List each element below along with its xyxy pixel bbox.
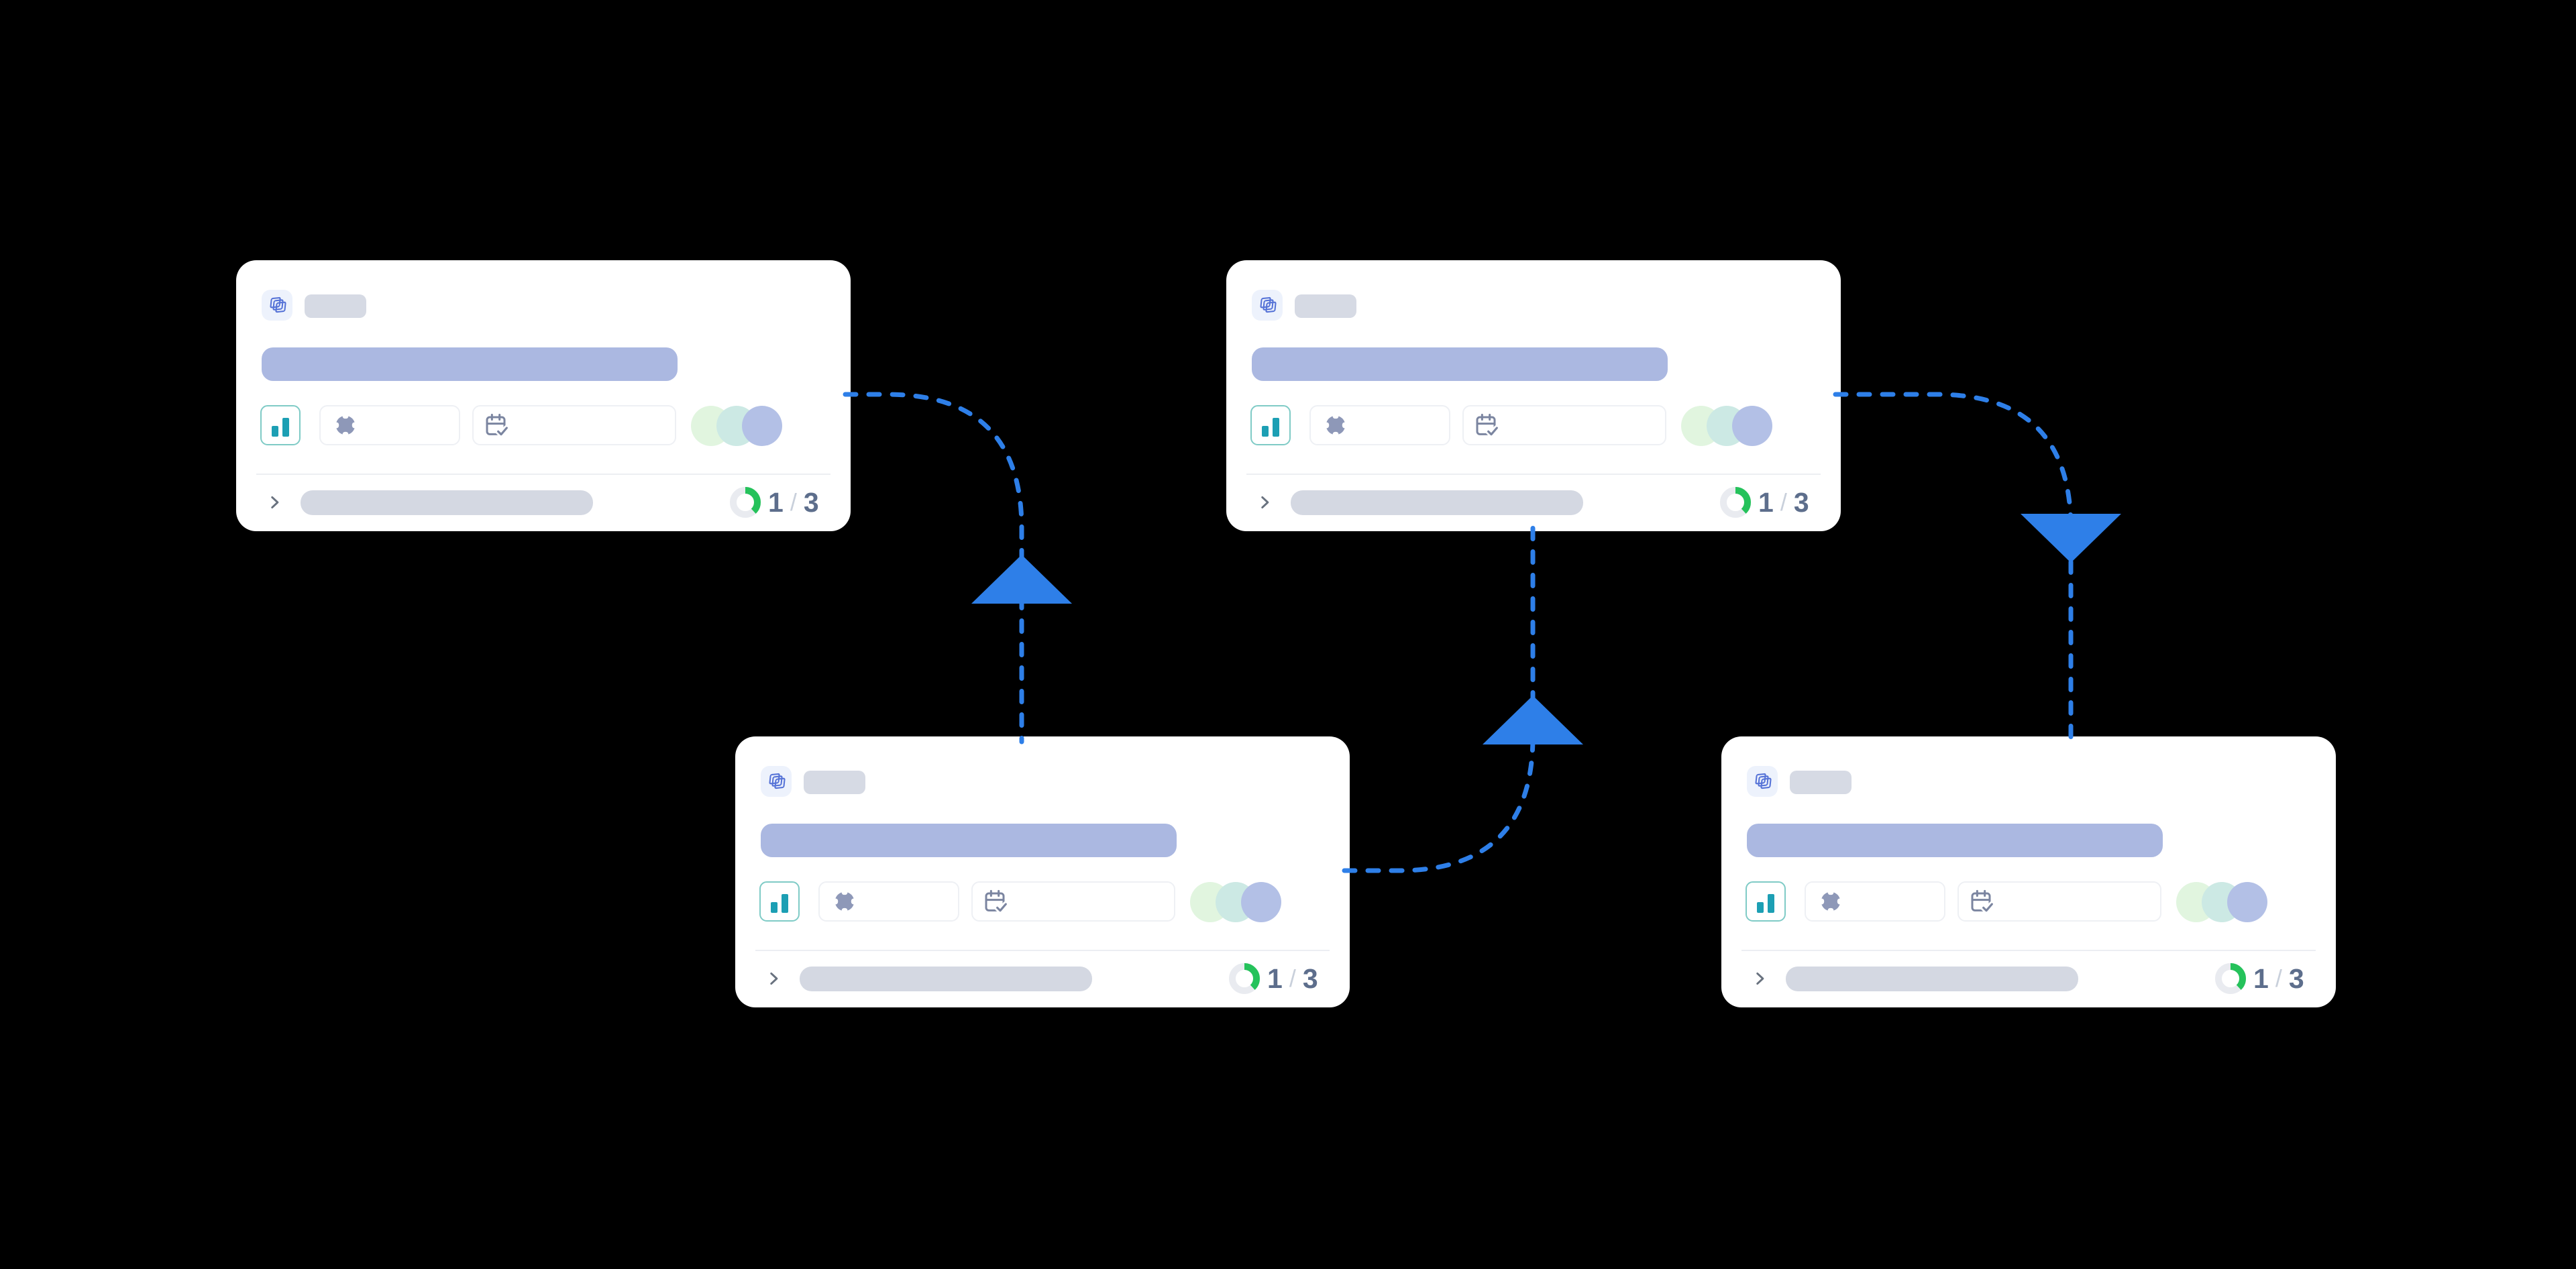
- progress-separator: /: [1289, 964, 1296, 992]
- card-type-badge: [1252, 290, 1283, 321]
- due-date-chip[interactable]: [1462, 405, 1666, 445]
- divider: [256, 474, 830, 475]
- subtask-skeleton: [1786, 967, 2078, 991]
- progress-count: 1 / 3: [2253, 962, 2304, 995]
- life-ring-icon: [1819, 889, 1843, 914]
- avatar: [742, 406, 782, 446]
- task-card-3[interactable]: 1 / 3: [735, 736, 1350, 1007]
- status-chip[interactable]: [818, 881, 959, 922]
- label-skeleton: [1790, 771, 1851, 794]
- subtask-skeleton: [1291, 490, 1583, 515]
- label-skeleton: [305, 294, 366, 318]
- layers-icon: [1260, 296, 1277, 313]
- arrowhead-down-icon: [2021, 514, 2121, 563]
- calendar-check-icon: [985, 889, 1008, 914]
- chevron-right-icon: [1261, 496, 1269, 509]
- bar-chart-icon: [771, 894, 788, 913]
- subtask-skeleton: [800, 967, 1092, 991]
- expand-button[interactable]: [266, 494, 283, 511]
- card-type-badge: [1747, 766, 1778, 797]
- progress-current: 1: [768, 486, 784, 518]
- status-chip[interactable]: [319, 405, 460, 445]
- progress-ring: [730, 487, 761, 518]
- metric-chip[interactable]: [260, 405, 301, 445]
- progress-count: 1 / 3: [1267, 962, 1318, 995]
- chevron-right-icon: [271, 496, 279, 509]
- assignee-avatars[interactable]: [1190, 882, 1281, 922]
- progress-ring: [1720, 487, 1751, 518]
- card-type-badge: [262, 290, 292, 321]
- edge-card2-to-card4: [1833, 392, 2074, 744]
- divider: [1741, 950, 2316, 951]
- bar-chart-icon: [1262, 418, 1279, 437]
- assignee-avatars[interactable]: [691, 406, 782, 446]
- calendar-check-icon: [1476, 413, 1499, 437]
- status-chip[interactable]: [1309, 405, 1450, 445]
- progress-ring: [1229, 963, 1260, 994]
- life-ring-icon: [1324, 413, 1348, 437]
- progress-total: 3: [1302, 962, 1318, 994]
- progress-ring: [2215, 963, 2246, 994]
- due-date-chip[interactable]: [971, 881, 1175, 922]
- title-skeleton: [1747, 824, 2163, 857]
- progress-separator: /: [1780, 488, 1787, 516]
- life-ring-icon: [333, 413, 358, 437]
- edge-card3-to-card1: [843, 392, 1024, 744]
- layers-icon: [769, 773, 786, 789]
- metric-chip[interactable]: [1746, 881, 1786, 922]
- subtask-skeleton: [301, 490, 593, 515]
- progress-total: 3: [2288, 962, 2304, 994]
- progress-current: 1: [1267, 962, 1283, 994]
- life-ring-icon: [833, 889, 857, 914]
- task-card-2[interactable]: 1 / 3: [1226, 260, 1841, 531]
- metric-chip[interactable]: [1250, 405, 1291, 445]
- task-card-1[interactable]: 1 / 3: [236, 260, 851, 531]
- arrowhead-up-icon: [971, 555, 1072, 604]
- calendar-check-icon: [486, 413, 509, 437]
- divider: [755, 950, 1330, 951]
- label-skeleton: [804, 771, 865, 794]
- due-date-chip[interactable]: [472, 405, 676, 445]
- edge-card3-to-card2: [1342, 523, 1536, 873]
- bar-chart-icon: [272, 418, 289, 437]
- calendar-check-icon: [1971, 889, 1994, 914]
- task-card-4[interactable]: 1 / 3: [1721, 736, 2336, 1007]
- expand-button[interactable]: [1256, 494, 1273, 511]
- title-skeleton: [1252, 347, 1668, 381]
- avatar: [1241, 882, 1281, 922]
- title-skeleton: [262, 347, 678, 381]
- bar-chart-icon: [1757, 894, 1774, 913]
- progress-separator: /: [2275, 964, 2282, 992]
- progress-total: 3: [1793, 486, 1809, 518]
- card-type-badge: [761, 766, 792, 797]
- progress-count: 1 / 3: [768, 486, 819, 519]
- avatar: [2227, 882, 2267, 922]
- assignee-avatars[interactable]: [2176, 882, 2267, 922]
- progress-total: 3: [803, 486, 819, 518]
- metric-chip[interactable]: [759, 881, 800, 922]
- due-date-chip[interactable]: [1957, 881, 2161, 922]
- progress-count: 1 / 3: [1758, 486, 1809, 519]
- expand-button[interactable]: [765, 970, 782, 987]
- status-chip[interactable]: [1805, 881, 1945, 922]
- layers-icon: [1755, 773, 1772, 789]
- chevron-right-icon: [770, 972, 778, 985]
- chevron-right-icon: [1756, 972, 1764, 985]
- title-skeleton: [761, 824, 1177, 857]
- avatar: [1732, 406, 1772, 446]
- progress-current: 1: [2253, 962, 2269, 994]
- assignee-avatars[interactable]: [1681, 406, 1772, 446]
- label-skeleton: [1295, 294, 1356, 318]
- layers-icon: [270, 296, 286, 313]
- progress-separator: /: [790, 488, 797, 516]
- divider: [1246, 474, 1821, 475]
- progress-current: 1: [1758, 486, 1774, 518]
- expand-button[interactable]: [1751, 970, 1768, 987]
- arrowhead-up-icon: [1483, 696, 1583, 744]
